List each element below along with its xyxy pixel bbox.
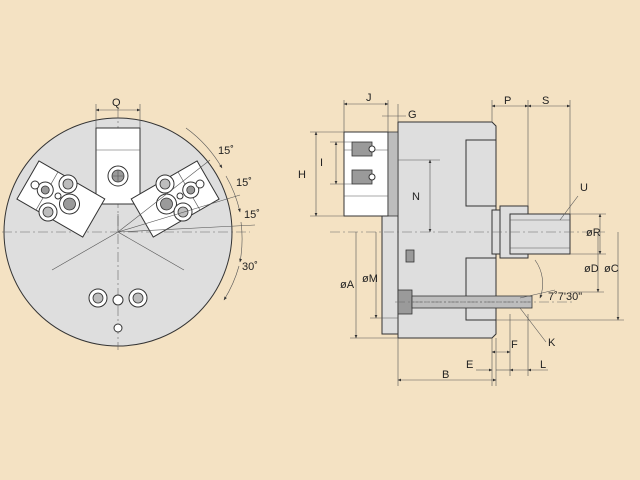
label-g: G (408, 109, 417, 121)
label-m: øM (362, 273, 378, 285)
dimension-j: J (343, 92, 389, 132)
angle-label-4: 30˚ (242, 261, 258, 273)
dimension-d-c: øD øC (496, 232, 624, 321)
dimension-g: G (382, 104, 417, 122)
front-view: Q 15˚ 15˚ 15˚ 30˚ (2, 97, 260, 350)
dimension-u: U (559, 182, 588, 221)
label-h: H (298, 169, 306, 181)
dimension-b: B (397, 338, 497, 386)
dimension-n: N (398, 159, 440, 233)
label-k: K (548, 337, 556, 349)
angle-label-3: 15˚ (244, 209, 260, 221)
dimension-taper: 7˚7'30" (519, 259, 582, 303)
side-view: J G P S H I (298, 92, 624, 386)
label-f: F (511, 339, 518, 351)
label-r: øR (586, 227, 601, 239)
dimension-f-e-l: F E L (466, 314, 548, 386)
label-s: S (542, 95, 549, 107)
jaw-right (130, 160, 220, 238)
label-p: P (504, 95, 511, 107)
bolt-holes (30, 174, 205, 333)
angle-annotations: 15˚ 15˚ 15˚ 30˚ (117, 127, 260, 301)
label-j: J (366, 92, 372, 104)
label-n: N (412, 191, 420, 203)
dimension-p-s: P S (491, 95, 571, 214)
label-q: Q (112, 97, 121, 109)
label-e: E (466, 359, 473, 371)
dimension-q: Q (95, 97, 141, 128)
dimension-k: K (519, 307, 556, 349)
label-b: B (442, 369, 449, 381)
label-d: øD (584, 263, 599, 275)
label-taper: 7˚7'30" (548, 291, 582, 303)
label-a: øA (340, 279, 355, 291)
label-u: U (580, 182, 588, 194)
jaw-top (95, 127, 141, 205)
dimension-a-m: øA øM (340, 232, 398, 339)
label-l: L (540, 359, 546, 371)
dimension-r: øR (570, 213, 606, 255)
angle-label-2: 15˚ (236, 177, 252, 189)
label-c: øC (604, 263, 619, 275)
angle-label-1: 15˚ (218, 145, 234, 157)
dimension-h-i: H I (298, 131, 352, 217)
label-i: I (320, 157, 323, 169)
